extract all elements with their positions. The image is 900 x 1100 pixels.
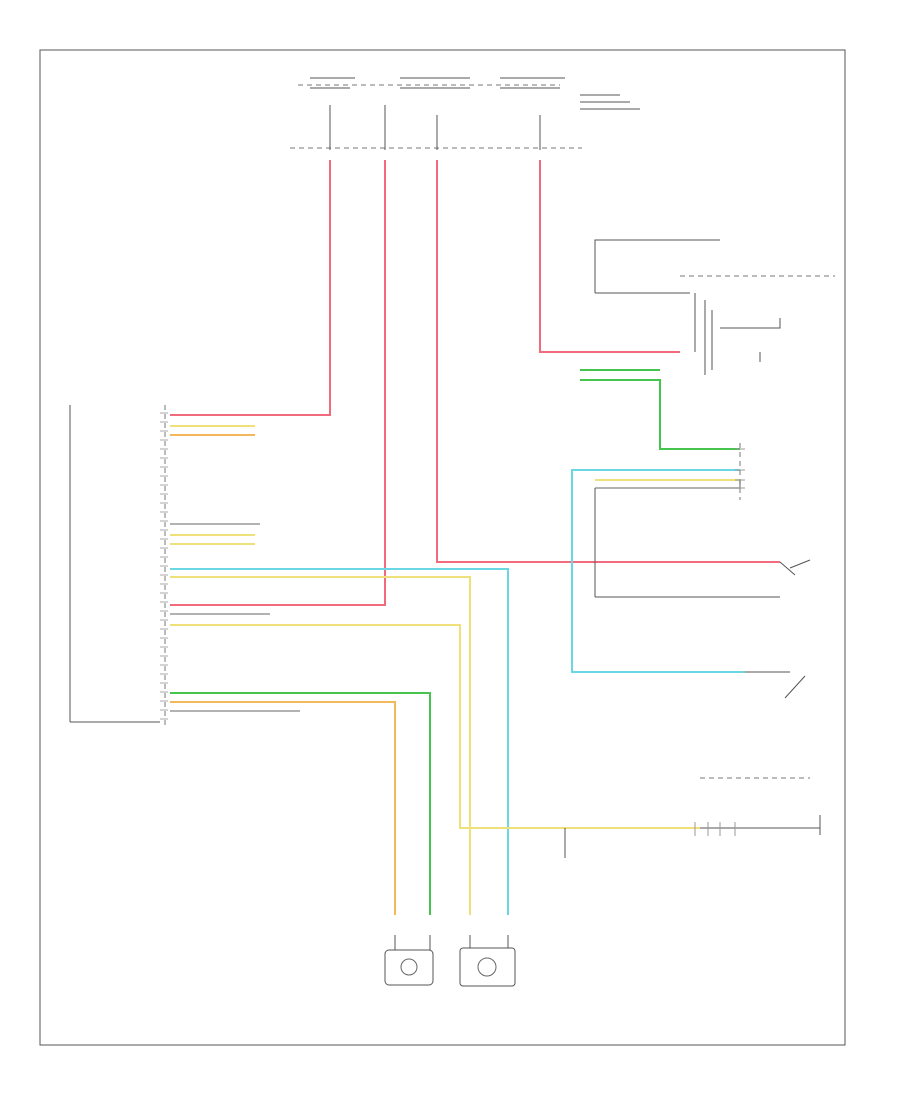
brake-switch-upper [594, 488, 811, 598]
wire-red-1 [170, 160, 331, 416]
wire-gray [170, 480, 741, 712]
brake-switch-lower [745, 671, 806, 699]
fuse-block [290, 77, 640, 150]
fuse-block-tick-labels [310, 77, 640, 110]
fuse-drops [329, 105, 541, 150]
wire-yellow-1 [170, 576, 471, 915]
ebcm-module [69, 405, 168, 725]
wire-orange [170, 434, 396, 915]
ground-circuit [594, 239, 835, 375]
wire-green-lower [170, 692, 431, 915]
left-rear-sensor [459, 935, 516, 987]
wire-yellow-3 [170, 425, 740, 545]
speed-connector [564, 777, 821, 858]
wire-cyan-left [170, 568, 509, 915]
wire-red-2 [170, 160, 386, 606]
diagram-frame [39, 49, 846, 1046]
wire-yellow-2 [170, 624, 700, 829]
wire-red-3 [436, 160, 780, 563]
wire-green-upper [580, 369, 740, 450]
ebcm-pin-ticks [160, 412, 168, 720]
wire-red-4 [539, 160, 680, 353]
ipc-connector [735, 443, 745, 500]
right-rear-sensor [384, 935, 434, 986]
wire-cyan-right [571, 469, 745, 673]
